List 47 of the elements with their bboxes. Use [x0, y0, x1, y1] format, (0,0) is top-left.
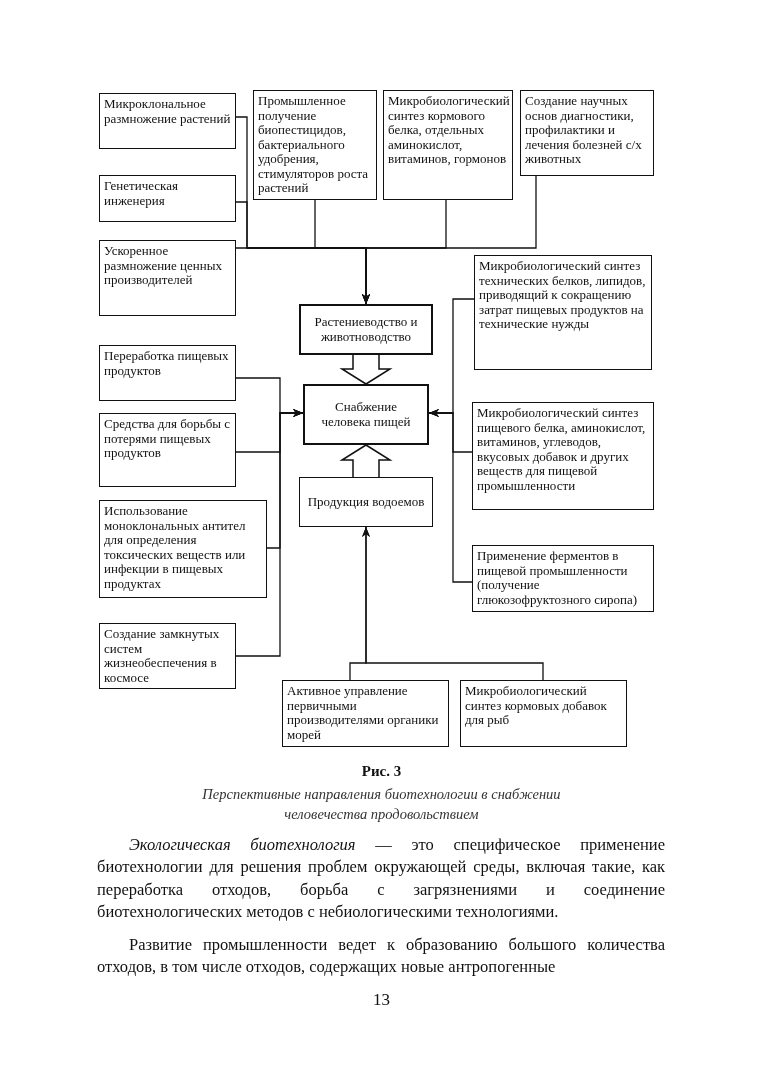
box-text: Создание замкнутых систем жизнеобеспечения в космосе — [104, 627, 221, 686]
box-text: Микроклональное размножение растений — [104, 97, 231, 127]
process-box — [99, 345, 236, 401]
process-box — [472, 545, 654, 612]
box-text: Микробиологический синтез кормовых добавок для рыб — [465, 684, 608, 728]
box-text: Активное управление первичными производителями органики морей — [287, 684, 440, 743]
process-box — [299, 477, 433, 527]
process-box — [99, 500, 267, 598]
connector-arrow — [235, 409, 304, 657]
process-box — [520, 90, 654, 176]
target-box — [299, 304, 433, 355]
process-box — [99, 175, 236, 222]
connector-arrow — [235, 247, 370, 305]
process-box — [282, 680, 449, 747]
process-box — [460, 680, 627, 747]
process-box — [99, 240, 236, 316]
target-box — [303, 384, 429, 445]
box-text: Микробиологический синтез пищевого белка, аминокислот, витаминов, углеводов, вкусовых добавок и других веществ для пищевой промышленности — [477, 406, 647, 494]
process-box — [383, 90, 513, 200]
page-number: 13 — [373, 990, 390, 1009]
process-box — [472, 402, 654, 510]
box-text: Снабжение человека пищей — [320, 399, 412, 430]
process-box — [99, 93, 236, 149]
figure-number: Рис. 3 — [361, 763, 402, 779]
connector-arrow — [362, 526, 544, 681]
block-arrow — [339, 354, 393, 385]
body-paragraph: Экологическая биотехнология — это специфическое применение биотехнологии для решения проблем окружающей среды, включая такие, как переработка отходов, борьба с загрязнениями и соединение биотехнологических методов с небиологическими технологиями. — [97, 834, 665, 923]
box-text: Продукция водоемов — [307, 494, 425, 510]
body-paragraph: Развитие промышленности ведет к образованию большого количества отходов, в том числе отходов, содержащих новые антропогенные — [97, 934, 665, 979]
box-text: Применение ферментов в пищевой промышленности (получение глюкозофруктозного сиропа) — [477, 549, 639, 608]
box-text: Микробиологический синтез кормового белка, отдельных аминокислот, витаминов, гормонов — [388, 94, 510, 167]
box-text: Ускоренное размножение ценных производителей — [104, 244, 223, 288]
box-text: Генетическая инженерия — [104, 179, 179, 209]
figure-caption: Перспективные направления биотехнологии в снабжении человечества продовольствием — [201, 785, 562, 824]
box-text: Микробиологический синтез технических белков, липидов, приводящий к сокращению затрат пищевых продуктов на технические нужды — [479, 259, 647, 332]
box-text: Использование моноклональных антител для определения токсических веществ или инфекции в пищевых продуктах — [104, 504, 247, 592]
process-box — [99, 623, 236, 689]
box-text: Промышленное получение биопестицидов, бактериального удобрения, стимуляторов роста растений — [258, 94, 370, 196]
process-box — [474, 255, 652, 370]
box-text: Переработка пищевых продуктов — [104, 349, 230, 379]
box-text: Создание научных основ диагностики, профилактики и лечения болезней с/х животных — [525, 94, 643, 167]
process-box — [99, 413, 236, 487]
box-text: Растениеводство и животноводство — [313, 314, 419, 345]
block-arrow — [339, 444, 393, 478]
process-box — [253, 90, 377, 200]
box-text: Средства для борьбы с потерями пищевых продуктов — [104, 417, 231, 461]
connector-arrow — [428, 409, 473, 583]
